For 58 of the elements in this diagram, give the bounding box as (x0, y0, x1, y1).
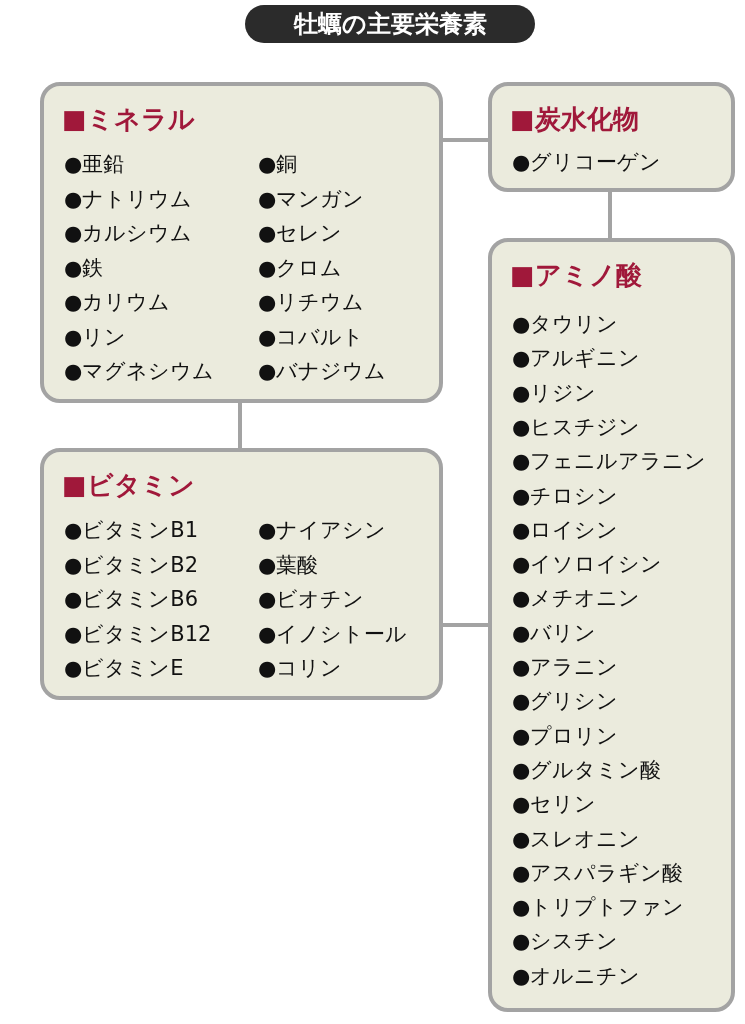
category-heading: ■ビタミン (62, 470, 195, 500)
category-panel (40, 448, 443, 700)
nutrient-item: ●チロシン (512, 482, 619, 510)
category-panel (488, 82, 735, 192)
nutrient-item: ●アスパラギン酸 (512, 859, 684, 887)
title-banner: 牡蠣の主要栄養素 (245, 5, 535, 43)
nutrient-item: ●シスチン (512, 928, 619, 956)
nutrient-item: ●葉酸 (258, 551, 319, 579)
nutrient-item: ●ビタミンE (64, 655, 184, 682)
category-heading: ■ミネラル (62, 104, 195, 134)
nutrient-item: ●リン (64, 323, 127, 351)
nutrient-item: ●リジン (512, 379, 597, 407)
nutrient-item: ●カルシウム (64, 220, 193, 247)
nutrient-item: ●タウリン (512, 311, 619, 338)
nutrient-item: ●グリシン (512, 688, 619, 716)
nutrient-item: ●ビオチン (258, 586, 365, 613)
nutrient-item: ●ナトリウム (64, 185, 193, 213)
nutrient-item: ●ビタミンB12 (64, 620, 212, 648)
nutrient-item: ●セリン (512, 791, 597, 819)
nutrient-item: ●クロム (258, 254, 343, 282)
nutrient-item: ●亜鉛 (64, 151, 125, 178)
connector-line (238, 403, 242, 448)
nutrient-item: ●ビタミンB1 (64, 517, 199, 544)
nutrient-item: ●ロイシン (512, 516, 619, 544)
nutrient-item: ●スレオニン (512, 825, 641, 853)
nutrient-item: ●トリプトファン (512, 894, 685, 922)
category-heading: ■炭水化物 (510, 104, 639, 134)
nutrient-item: ●コバルト (258, 323, 365, 351)
nutrient-item: ●ヒスチジン (512, 413, 641, 441)
nutrient-item: ●グリコーゲン (512, 149, 662, 176)
connector-line (443, 138, 488, 142)
category-panel (488, 238, 735, 1012)
nutrient-item: ●ビタミンB6 (64, 586, 199, 613)
category-panel (40, 82, 443, 403)
nutrient-item: ●イソロイシン (512, 551, 663, 579)
nutrient-item: ●バリン (512, 619, 597, 647)
nutrient-item: ●グルタミン酸 (512, 756, 662, 784)
nutrient-item: ●プロリン (512, 722, 619, 750)
nutrient-item: ●マグネシウム (64, 358, 215, 385)
nutrient-item: ●ビタミンB2 (64, 551, 199, 579)
nutrient-item: ●セレン (258, 220, 343, 247)
nutrient-item: ●リチウム (258, 289, 365, 316)
nutrient-item: ●鉄 (64, 254, 104, 282)
category-heading: ■アミノ酸 (510, 260, 642, 290)
nutrient-item: ●オルニチン (512, 962, 641, 990)
nutrient-item: ●アラニン (512, 654, 619, 681)
nutrient-item: ●フェニルアラニン (512, 448, 707, 476)
nutrient-item: ●ナイアシン (258, 517, 387, 544)
nutrient-item: ●イノシトール (258, 620, 408, 648)
nutrient-item: ●メチオニン (512, 585, 641, 613)
nutrient-item: ●マンガン (258, 185, 365, 213)
nutrient-item: ●バナジウム (258, 358, 387, 385)
nutrient-item: ●コリン (258, 655, 343, 682)
connector-line (443, 623, 488, 627)
nutrient-item: ●アルギニン (512, 345, 641, 373)
nutrient-item: ●カリウム (64, 289, 171, 316)
connector-line (608, 192, 612, 238)
nutrient-item: ●銅 (258, 151, 298, 178)
